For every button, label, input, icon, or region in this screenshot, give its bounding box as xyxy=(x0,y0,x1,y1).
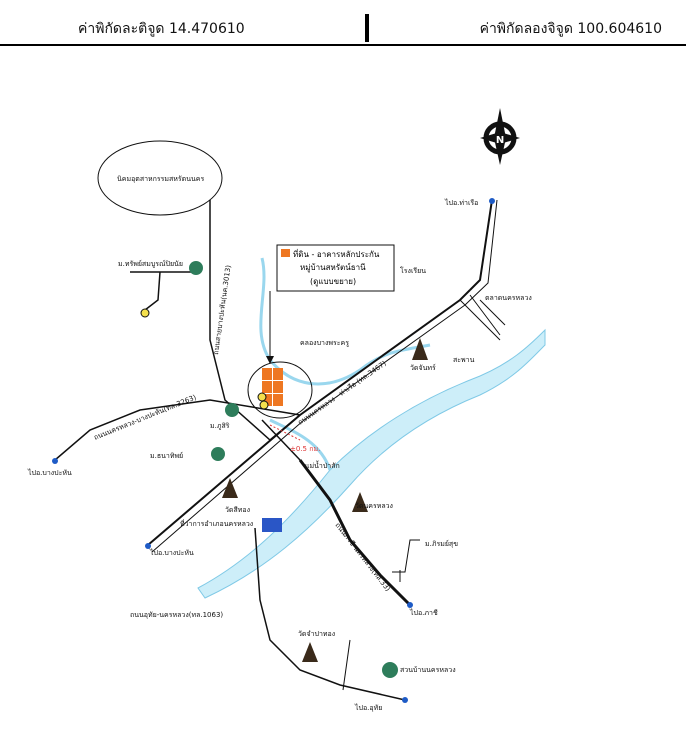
to-uthai-label: ไปอ.อุทัย xyxy=(354,703,382,712)
district-office-label: ที่ว่าการอำเภอนครหลวง xyxy=(180,519,253,528)
village-mid-label: ม.ภูสิริ xyxy=(210,422,230,430)
road-pa-chi-label: ถนนภาชี-นครหลวง(ทล.33) xyxy=(333,521,392,593)
temple-north-label: วัดจันทร์ xyxy=(410,364,436,372)
road-to-site xyxy=(261,419,301,461)
road-309-label: ถนนสายบางปะหัน(นค.3013) xyxy=(212,264,233,355)
temple-south-label: วัดจำปาทอง xyxy=(298,630,335,638)
road-main-label: ถนนนครหลวง - ท่าเรือ (ทล.3467) xyxy=(297,359,388,426)
arrow-uthai xyxy=(402,697,408,703)
district-office-icon xyxy=(262,518,282,532)
road-bang-pahan-west xyxy=(54,399,301,461)
village-south-icon xyxy=(211,447,225,461)
bridge-label: สะพาน xyxy=(453,356,475,364)
latitude-label: ค่าพิกัดละติจูด 14.470610 xyxy=(78,21,245,37)
road-uthai xyxy=(254,527,406,701)
river-label: แม่น้ำป่าสัก xyxy=(305,459,340,470)
park-icon xyxy=(382,662,398,678)
temple-east-label: วัดนครหลวง xyxy=(355,502,393,510)
market-label: ตลาดนครหลวง xyxy=(485,294,532,302)
industrial-estate-ellipse xyxy=(97,140,223,216)
road-nakhon-luang-tha-ruea xyxy=(147,289,471,546)
site-plots xyxy=(262,368,283,406)
longitude-label: ค่าพิกัดลองจิจูด 100.604610 xyxy=(479,21,662,37)
temple-mid-icon xyxy=(222,478,238,498)
arrow-tha-ruea xyxy=(489,198,495,204)
site-circle xyxy=(247,361,313,419)
arrow-bang-pahan-1 xyxy=(52,458,58,464)
road-uthai-spur xyxy=(342,639,351,691)
header-divider xyxy=(365,14,369,42)
site-legend-swatch xyxy=(281,249,290,257)
village-east-access xyxy=(392,539,420,582)
to-bang-pahan-2-label: ไปอ.บางปะหัน xyxy=(149,548,194,557)
north-arrow-icon: N xyxy=(480,108,520,165)
village-top-label: ม.ทรัพย์สมบูรณ์ปิยนัย xyxy=(118,260,183,268)
road-to-tha-ruea-edge xyxy=(464,199,498,306)
village-top-icon xyxy=(189,261,203,275)
village-marker xyxy=(140,308,150,318)
coordinate-header: ค่าพิกัดละติจูด 14.470610 ค่าพิกัดลองจิจ… xyxy=(0,0,686,46)
village-access xyxy=(130,271,200,311)
temple-icons xyxy=(222,338,428,662)
temple-east-icon xyxy=(352,492,368,512)
temple-mid-label: วัดสีทอง xyxy=(225,506,250,514)
callout-arrowhead xyxy=(266,356,274,364)
header-rule xyxy=(0,44,686,46)
arrow-bang-pahan-2 xyxy=(145,543,151,549)
school-label: โรงเรียน xyxy=(400,266,426,275)
village-east-label: ม.ภิรมย์สุข xyxy=(425,540,458,548)
to-bang-pahan-1-label: ไปอ.บางปะหัน xyxy=(27,468,72,477)
arrow-pa-chi xyxy=(407,602,413,608)
temple-south-icon xyxy=(302,642,318,662)
road-bang-pahan-label: ถนนนครหลวง-บางปะหัน(ทล.3263) xyxy=(93,393,198,442)
compass-letter: N xyxy=(496,135,504,146)
road-network xyxy=(54,199,506,701)
road-parallel xyxy=(151,304,466,553)
canal-label: คลองบางพระครู xyxy=(300,339,349,347)
road-to-tha-ruea xyxy=(469,199,493,291)
distance-label: ±0.5 กม. xyxy=(290,445,320,453)
road-pa-chi xyxy=(298,459,412,607)
site-callout-box xyxy=(276,244,395,292)
to-pa-chi-label: ไปอ.ภาชี xyxy=(409,608,438,617)
direction-arrows xyxy=(52,198,495,703)
site-label-1: ที่ดิน - อาคารหลักประกัน xyxy=(293,248,380,259)
village-mid-icon xyxy=(225,403,239,417)
distance-line xyxy=(269,424,301,441)
park-label: สวนบ้านนครหลวง xyxy=(400,666,456,674)
to-tha-ruea-label: ไปอ.ท่าเรือ xyxy=(444,198,478,207)
industrial-estate-label: นิคมอุตสาหกรรมสหรัตนนคร xyxy=(117,175,204,183)
road-uthai-label: ถนนอุทัย-นครหลวง(ทล.1063) xyxy=(130,611,223,619)
road-309 xyxy=(209,200,301,441)
bang-phra-khru-canal xyxy=(259,257,431,386)
site-label-2: หมู่บ้านสหรัตน์ธานี xyxy=(300,262,366,273)
village-south-label: ม.ธนาทิพย์ xyxy=(150,452,183,460)
site-marker-2 xyxy=(259,400,269,410)
canal-branch xyxy=(269,418,332,471)
temple-north-icon xyxy=(412,338,428,360)
site-marker-1 xyxy=(257,392,267,402)
village-icons xyxy=(189,261,398,678)
pa-sak-river xyxy=(197,328,546,599)
site-label-3: (ดูแบบขยาย) xyxy=(310,277,356,287)
market-grid xyxy=(459,294,506,341)
